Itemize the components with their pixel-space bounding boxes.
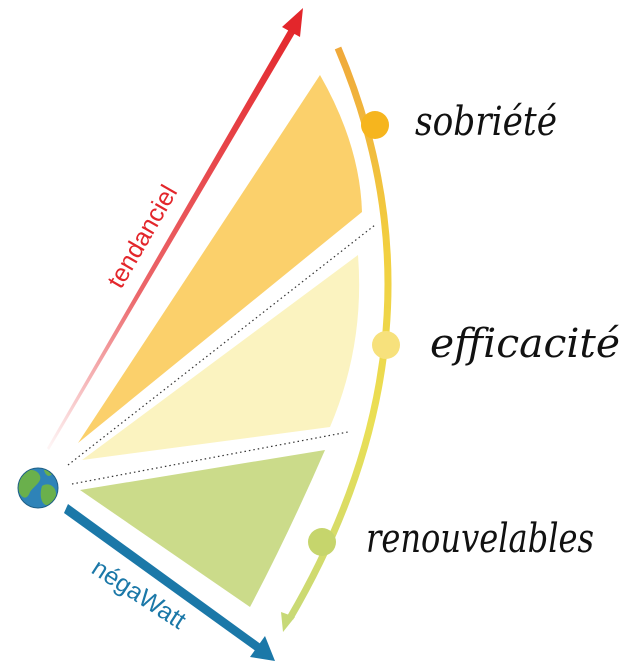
renouvelables-marker	[308, 528, 336, 556]
negawatt-arrow	[64, 504, 275, 661]
efficacite-label: efficacité	[430, 321, 620, 367]
tendanciel-arrow-shaft	[47, 29, 295, 450]
progression-arc-arrowhead	[281, 612, 295, 632]
sobriete-label: sobriété	[415, 99, 557, 145]
globe-icon	[17, 467, 59, 509]
separator-line-upper	[67, 224, 376, 466]
tendanciel-arrow-head	[282, 8, 303, 37]
efficacite-wedge	[82, 255, 360, 460]
efficacite-marker	[372, 331, 400, 359]
tendanciel-arrow	[47, 8, 303, 450]
sobriete-wedge	[78, 75, 362, 443]
negawatt-arrow-shaft	[64, 504, 262, 652]
renouvelables-label: renouvelables	[366, 516, 594, 562]
sobriete-marker	[361, 111, 389, 139]
separator-line-lower	[71, 431, 349, 485]
negawatt-arrow-head	[250, 636, 275, 661]
renouvelables-wedge	[80, 450, 325, 607]
